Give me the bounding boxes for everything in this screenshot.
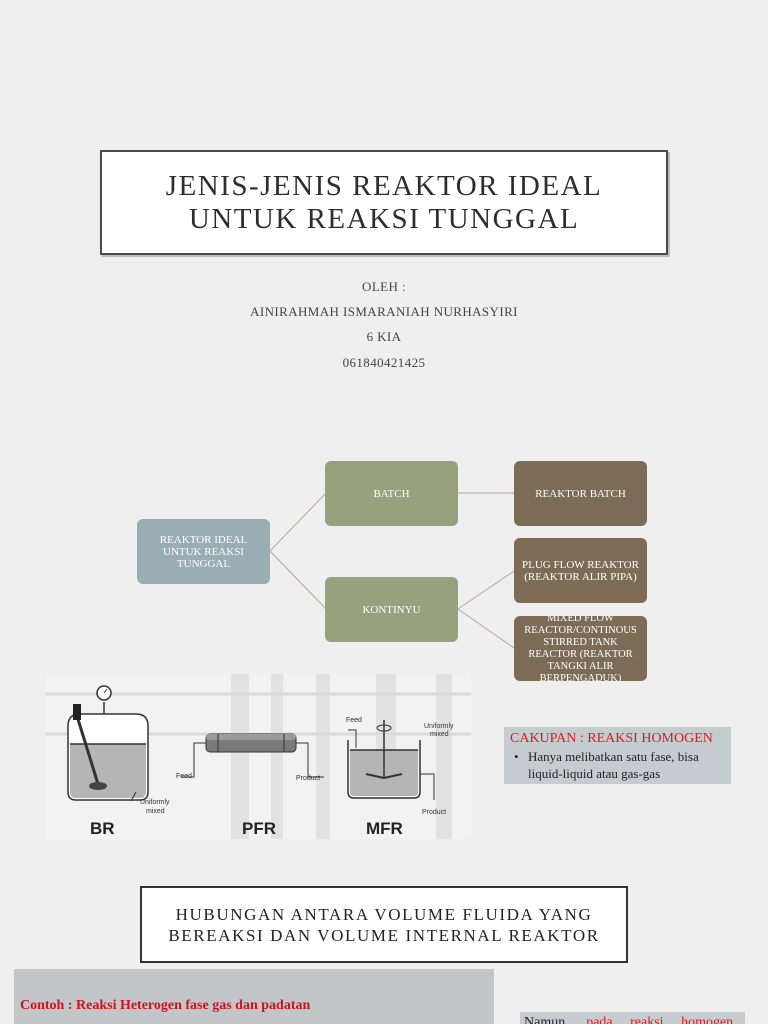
mfr-label: MFR — [366, 819, 403, 838]
pfr-product-label: Product — [296, 775, 320, 782]
scope-bullet: Hanya melibatkan satu fase, bisa liquid-… — [510, 748, 725, 782]
note-text: Namun, pada reaksi homogen — [524, 1015, 733, 1024]
pfr-label: PFR — [242, 819, 276, 838]
diagram-node-batch-reactor: REAKTOR BATCH — [514, 461, 647, 526]
byline-author: AINIRAHMAH ISMARANIAH NURHASYIRI — [250, 304, 518, 319]
diagram-node-continuous: KONTINYU — [325, 577, 458, 642]
example-text: Contoh : Reaksi Heterogen fase gas dan p… — [20, 998, 311, 1013]
byline-nim: 061840421425 — [342, 355, 426, 370]
scope-bullet-line-1: Hanya melibatkan satu fase, bisa — [528, 749, 699, 764]
br-uniformly-label: Uniformly — [140, 799, 170, 806]
br-label: BR — [90, 819, 115, 838]
mfr-feed-label: Feed — [346, 717, 362, 724]
batch-reactor-icon — [67, 685, 149, 802]
scope-heading: CAKUPAN : REAKSI HOMOGEN — [510, 731, 713, 746]
note-red: pada reaksi homogen — [586, 1015, 734, 1024]
example-box: Contoh : Reaksi Heterogen fase gas dan p… — [14, 969, 494, 1024]
diagram-node-root: REAKTOR IDEAL UNTUK REAKSI TUNGGAL — [137, 519, 270, 584]
mfr-product-label: Product — [422, 809, 446, 816]
byline-label: OLEH : — [362, 279, 406, 294]
mfr-mixed-label: mixed — [430, 731, 449, 738]
plug-flow-reactor-icon — [181, 733, 324, 778]
reactor-figure: Uniformly mixed BR Feed Product PFR Feed… — [46, 674, 471, 839]
br-mixed-label: mixed — [146, 808, 165, 815]
diagram-node-mfr: MIXED FLOW REACTOR/CONTINOUS STIRRED TAN… — [514, 616, 647, 681]
diagram-node-pfr: PLUG FLOW REAKTOR (REAKTOR ALIR PIPA) — [514, 538, 647, 603]
mixed-flow-reactor-icon — [347, 720, 435, 800]
scope-box: CAKUPAN : REAKSI HOMOGEN Hanya melibatka… — [504, 727, 731, 784]
subtitle-box: HUBUNGAN ANTARA VOLUME FLUIDA YANG BEREA… — [140, 886, 628, 963]
diagram-node-batch: BATCH — [325, 461, 458, 526]
mfr-uniformly-label: Uniformly — [424, 723, 454, 730]
note-box: Namun, pada reaksi homogen — [520, 1012, 745, 1024]
subtitle-line-2: BEREAKSI DAN VOLUME INTERNAL REAKTOR — [168, 925, 600, 945]
byline-class: 6 KIA — [366, 329, 402, 344]
pfr-feed-label: Feed — [176, 773, 192, 780]
note-prefix: Namun, — [524, 1015, 569, 1024]
reactor-illustration: Uniformly mixed BR Feed Product PFR Feed… — [46, 674, 471, 839]
scope-bullet-line-2: liquid-liquid atau gas-gas — [528, 766, 661, 781]
subtitle-line-1: HUBUNGAN ANTARA VOLUME FLUIDA YANG — [175, 904, 593, 924]
title-box: JENIS-JENIS REAKTOR IDEAL UNTUK REAKSI T… — [100, 150, 668, 255]
title-line-2: UNTUK REAKSI TUNGGAL — [188, 202, 580, 235]
title-line-1: JENIS-JENIS REAKTOR IDEAL — [165, 169, 603, 202]
